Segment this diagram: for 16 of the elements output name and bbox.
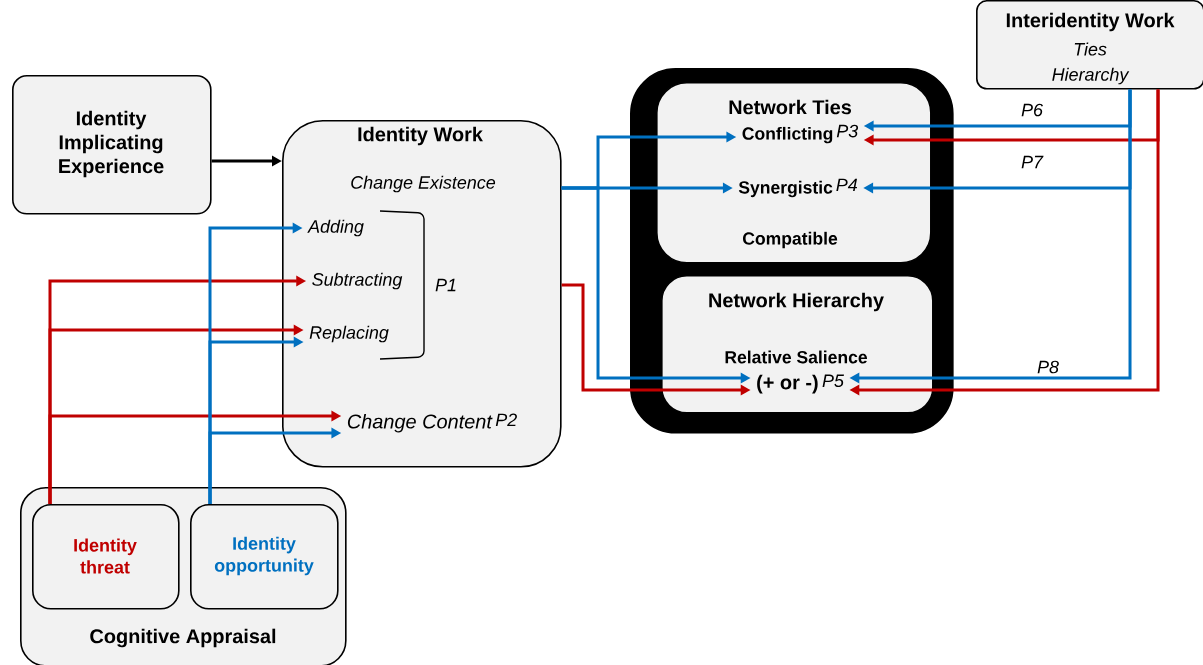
process-label: Change Existence [351,175,496,193]
interidentity-box: Interidentity Work Ties Hierarchy [976,0,1203,90]
threat-box: Identity threat [32,504,180,610]
process-label: Replacing [309,325,389,343]
process-label: Change Content P2 [347,413,517,433]
process-label: Conflicting P3 [742,124,859,144]
edge-label: P6 [1019,101,1045,119]
process-label: Subtracting [312,272,403,290]
proposition-label: P1 [435,278,456,292]
edge-label: P7 [1019,153,1045,171]
process-label: (+ or -) P5 [757,374,844,394]
process-label: Adding [307,219,364,237]
edge-label: P8 [1035,358,1061,376]
opportunity-box: Identity opportunity [190,504,339,610]
experience-box: Identity Implicating Experience [12,75,212,215]
process-label: Synergistic P4 [738,178,858,198]
